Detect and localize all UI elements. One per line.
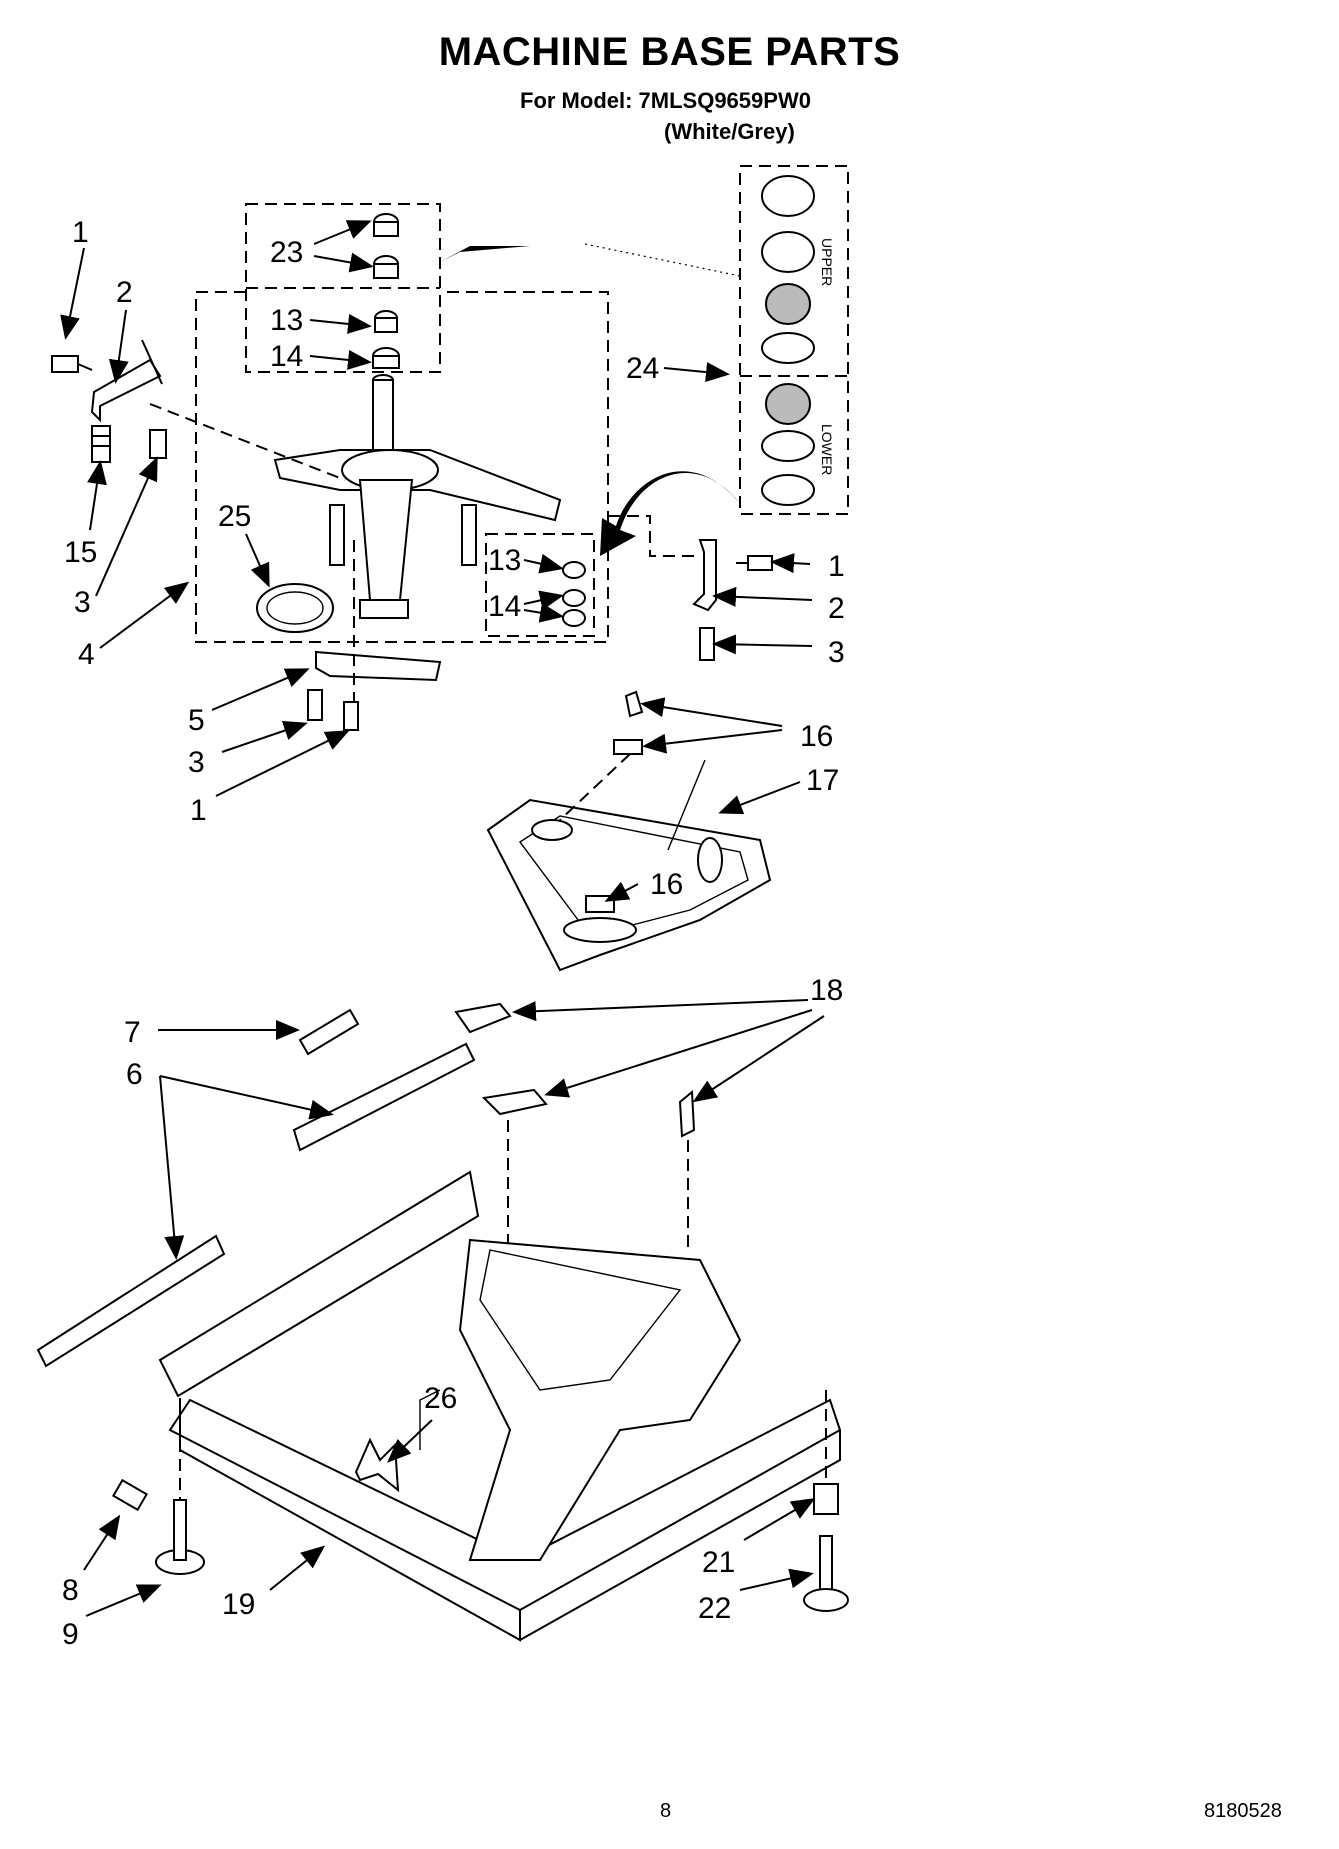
foot-left-8-9 (112, 1440, 205, 1575)
callout-3-bottom: 3 (188, 746, 205, 779)
callout-14-top: 14 (270, 340, 303, 373)
callout-13-right: 13 (488, 544, 521, 577)
leader-arrows (60, 220, 825, 1617)
model-line: For Model: 7MLSQ9659PW0 (520, 88, 811, 113)
rail-6a (292, 1042, 476, 1152)
callout-24: 24 (626, 352, 659, 385)
document-number: 8180528 (1204, 1800, 1282, 1822)
page-title: MACHINE BASE PARTS (438, 30, 901, 74)
pad-18b (481, 1088, 548, 1116)
pad-18a (454, 1002, 512, 1034)
callout-4: 4 (78, 638, 95, 671)
callout-15: 15 (64, 536, 97, 569)
tub-support-17 (486, 798, 772, 972)
grommet-14 (372, 347, 400, 369)
callout-16-bottom: 16 (650, 868, 683, 901)
callout-6: 6 (126, 1058, 143, 1091)
spring-3-bottom (307, 689, 323, 721)
callout-5: 5 (188, 704, 205, 737)
foot-right-21-22 (803, 1390, 849, 1612)
callout-21: 21 (702, 1546, 735, 1579)
machine-base-19 (158, 1170, 842, 1642)
leader-dash-16a (559, 753, 631, 821)
bracket-5 (315, 650, 442, 682)
screw-1-left (51, 355, 93, 373)
callout-14-right: 14 (488, 590, 521, 623)
callout-9: 9 (62, 1618, 79, 1651)
pad-16-top (624, 690, 644, 718)
spring-15 (91, 425, 111, 463)
bushing-inset-24 (739, 165, 849, 515)
callout-8: 8 (62, 1574, 79, 1607)
upper-label: UPPER (819, 238, 835, 286)
leader-dash-left (149, 403, 346, 481)
color-line: (White/Grey) (664, 119, 795, 144)
bracket-2-left (90, 339, 163, 423)
screw-1-right (736, 555, 773, 571)
page-number: 8 (660, 1800, 672, 1822)
bracket-2-right (692, 539, 717, 612)
callout-1-top: 1 (72, 216, 89, 249)
suspension-base (273, 374, 562, 619)
callout-25: 25 (218, 500, 251, 533)
leader-dotted (584, 243, 741, 277)
callout-23: 23 (270, 236, 303, 269)
direction-arrow (440, 246, 530, 262)
callout-18: 18 (810, 974, 843, 1007)
grommets-right (562, 561, 586, 627)
leader-16-line (667, 759, 706, 851)
spring-7 (298, 1008, 360, 1056)
screw-1-bottom (343, 701, 359, 731)
callout-13-top: 13 (270, 304, 303, 337)
callout-17: 17 (806, 764, 839, 797)
dashed-box-4 (195, 291, 609, 643)
callout-1-right: 1 (828, 550, 845, 583)
callout-16-top: 16 (800, 720, 833, 753)
spring-3-right (699, 627, 715, 661)
dashed-box-23 (245, 203, 441, 373)
spring-3-left (149, 429, 167, 459)
callout-2-left: 2 (116, 276, 133, 309)
ring-25 (256, 583, 334, 633)
lower-label: LOWER (819, 424, 835, 475)
callout-7: 7 (124, 1016, 141, 1049)
callout-26: 26 (424, 1382, 457, 1415)
callout-3-right: 3 (828, 636, 845, 669)
callout-3-left: 3 (74, 586, 91, 619)
callout-19: 19 (222, 1588, 255, 1621)
grommet-13 (374, 310, 398, 333)
callout-2-right: 2 (828, 592, 845, 625)
callout-1-bottom: 1 (190, 794, 207, 827)
dashed-box-13-14 (485, 533, 595, 637)
curved-arrow (600, 471, 742, 556)
callout-22: 22 (698, 1592, 731, 1625)
grommet-23 (373, 213, 399, 279)
pad-16-mid (613, 739, 643, 755)
rail-6b (36, 1234, 226, 1368)
pad-18c (678, 1089, 696, 1138)
leader-dash-right (608, 515, 700, 557)
